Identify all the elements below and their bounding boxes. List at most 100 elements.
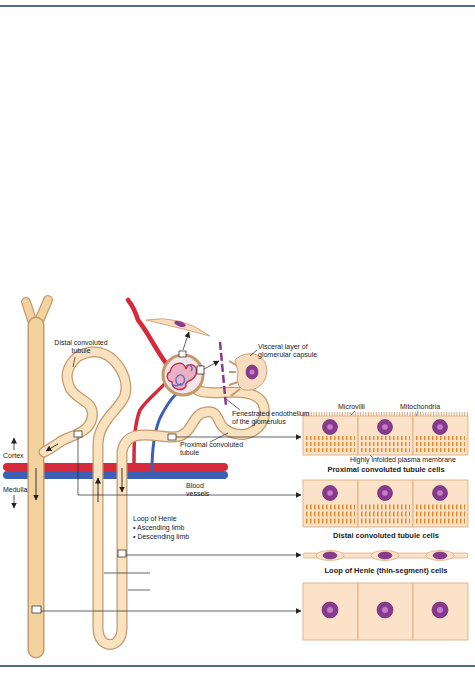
collecting-duct-cells	[377, 602, 393, 618]
collecting-duct-cells	[303, 583, 468, 640]
page-rule	[0, 665, 475, 667]
proximal-tubule-cells	[323, 420, 448, 435]
proximal-tubule-cells	[416, 442, 465, 446]
collecting-duct	[26, 300, 48, 650]
distal-tubule-cells	[361, 519, 410, 524]
proximal-tubule-cells	[303, 412, 468, 416]
podocyte	[235, 354, 267, 391]
sample-marker	[74, 431, 82, 437]
proximal-tubule-cells	[303, 416, 358, 455]
renal-tubule	[44, 352, 265, 645]
sample-marker	[32, 351, 204, 613]
distal-tubule-cells	[323, 486, 338, 501]
squamous-cell	[146, 319, 210, 336]
sample-marker	[32, 606, 41, 613]
distal-tubule-cells	[306, 512, 355, 517]
part-label: Visceral layer of glomerular capsule	[258, 343, 320, 359]
part-label: Highly infolded plasma membrane	[350, 456, 475, 464]
flow-arrow	[46, 444, 58, 451]
proximal-tubule-cells	[361, 442, 410, 446]
panel-heading: Proximal convoluted tubule cells	[300, 466, 472, 474]
thin-segment-cells	[316, 551, 454, 561]
leader-line	[73, 357, 75, 367]
leader-line	[210, 433, 228, 442]
collecting-duct-cells	[358, 583, 413, 640]
distal-tubule-cells	[378, 486, 393, 501]
proximal-tubule-cells	[323, 420, 338, 435]
thin-segment-cells	[323, 552, 337, 559]
blood-vessel	[134, 380, 168, 463]
proximal-tubule-cells	[433, 420, 448, 435]
part-label: Loop of Henle	[133, 515, 203, 523]
distal-tubule-cells	[358, 480, 413, 527]
collecting-duct-cells	[322, 602, 338, 618]
proximal-tubule-cells	[361, 448, 410, 452]
squamous-cell	[146, 319, 210, 336]
thin-segment-cells	[378, 552, 392, 559]
podocyte	[229, 354, 267, 396]
leader-line	[41, 611, 301, 612]
leader-line	[128, 590, 150, 591]
page-rule	[0, 6, 475, 666]
thin-segment-cells	[323, 552, 447, 559]
zone-arrow	[14, 495, 15, 508]
cell-panel: Loop of Henle (thin-segment) cells	[300, 546, 472, 575]
proximal-tubule-cells	[306, 448, 355, 452]
glomerulus	[172, 365, 192, 386]
proximal-tubule-cells	[382, 424, 388, 430]
thin-segment-cells	[371, 551, 399, 561]
distal-tubule-cells	[416, 512, 465, 517]
proximal-tubule-cells	[358, 416, 413, 455]
cell-panel: Distal convoluted tubule cells	[300, 477, 472, 540]
zone-arrow	[14, 438, 15, 450]
part-label: • Ascending limb	[133, 524, 203, 532]
leader-line	[226, 399, 240, 410]
sample-marker	[179, 351, 186, 357]
podocyte	[246, 365, 258, 379]
collecting-duct-cells	[413, 583, 468, 640]
distal-tubule-cells	[306, 507, 465, 521]
part-label: • Descending limb	[133, 533, 203, 541]
sample-marker	[118, 550, 126, 557]
proximal-tubule-cells	[413, 416, 468, 455]
distal-tubule-cells	[303, 480, 468, 527]
renal-tubule	[44, 352, 265, 645]
distal-tubule-cells	[306, 505, 355, 510]
distal-tubule-cells	[327, 490, 443, 496]
part-label: Distal convoluted tubule	[52, 339, 110, 355]
distal-tubule-cells	[327, 490, 333, 496]
flow-arrow	[36, 468, 37, 500]
part-label: Cortex	[3, 452, 33, 460]
collecting-duct-cells	[437, 607, 443, 613]
proximal-tubule-cells	[327, 424, 333, 430]
distal-tubule-cells	[413, 480, 468, 527]
distal-tubule-cells	[361, 512, 410, 517]
collecting-duct	[29, 325, 43, 650]
distal-tubule-cells	[323, 486, 448, 501]
distal-tubule-cells	[416, 519, 465, 524]
thin-segment-cells	[316, 551, 344, 561]
podocyte	[250, 370, 255, 375]
glomerulus	[163, 355, 203, 395]
part-label: Microvilli	[338, 403, 378, 411]
proximal-tubule-cells	[306, 436, 355, 440]
distal-tubule-cells	[306, 519, 355, 524]
thin-segment-cells	[426, 551, 454, 561]
proximal-tubule-cells	[303, 414, 468, 455]
leader-line	[126, 555, 301, 556]
distal-tubule-cells	[437, 490, 443, 496]
proximal-tubule-cells	[306, 438, 465, 450]
leader-line	[104, 573, 150, 574]
glomerulus	[167, 363, 196, 389]
proximal-tubule-cells	[361, 436, 410, 440]
collecting-duct-cells	[303, 583, 358, 640]
leader-line	[250, 350, 257, 356]
distal-tubule-cells	[382, 490, 388, 496]
glomerulus	[163, 355, 203, 395]
collecting-duct-cells	[322, 602, 448, 618]
part-label: Proximal convoluted tubule	[180, 441, 248, 457]
collecting-duct	[28, 325, 45, 650]
part-label: Blood vessels	[186, 482, 216, 498]
